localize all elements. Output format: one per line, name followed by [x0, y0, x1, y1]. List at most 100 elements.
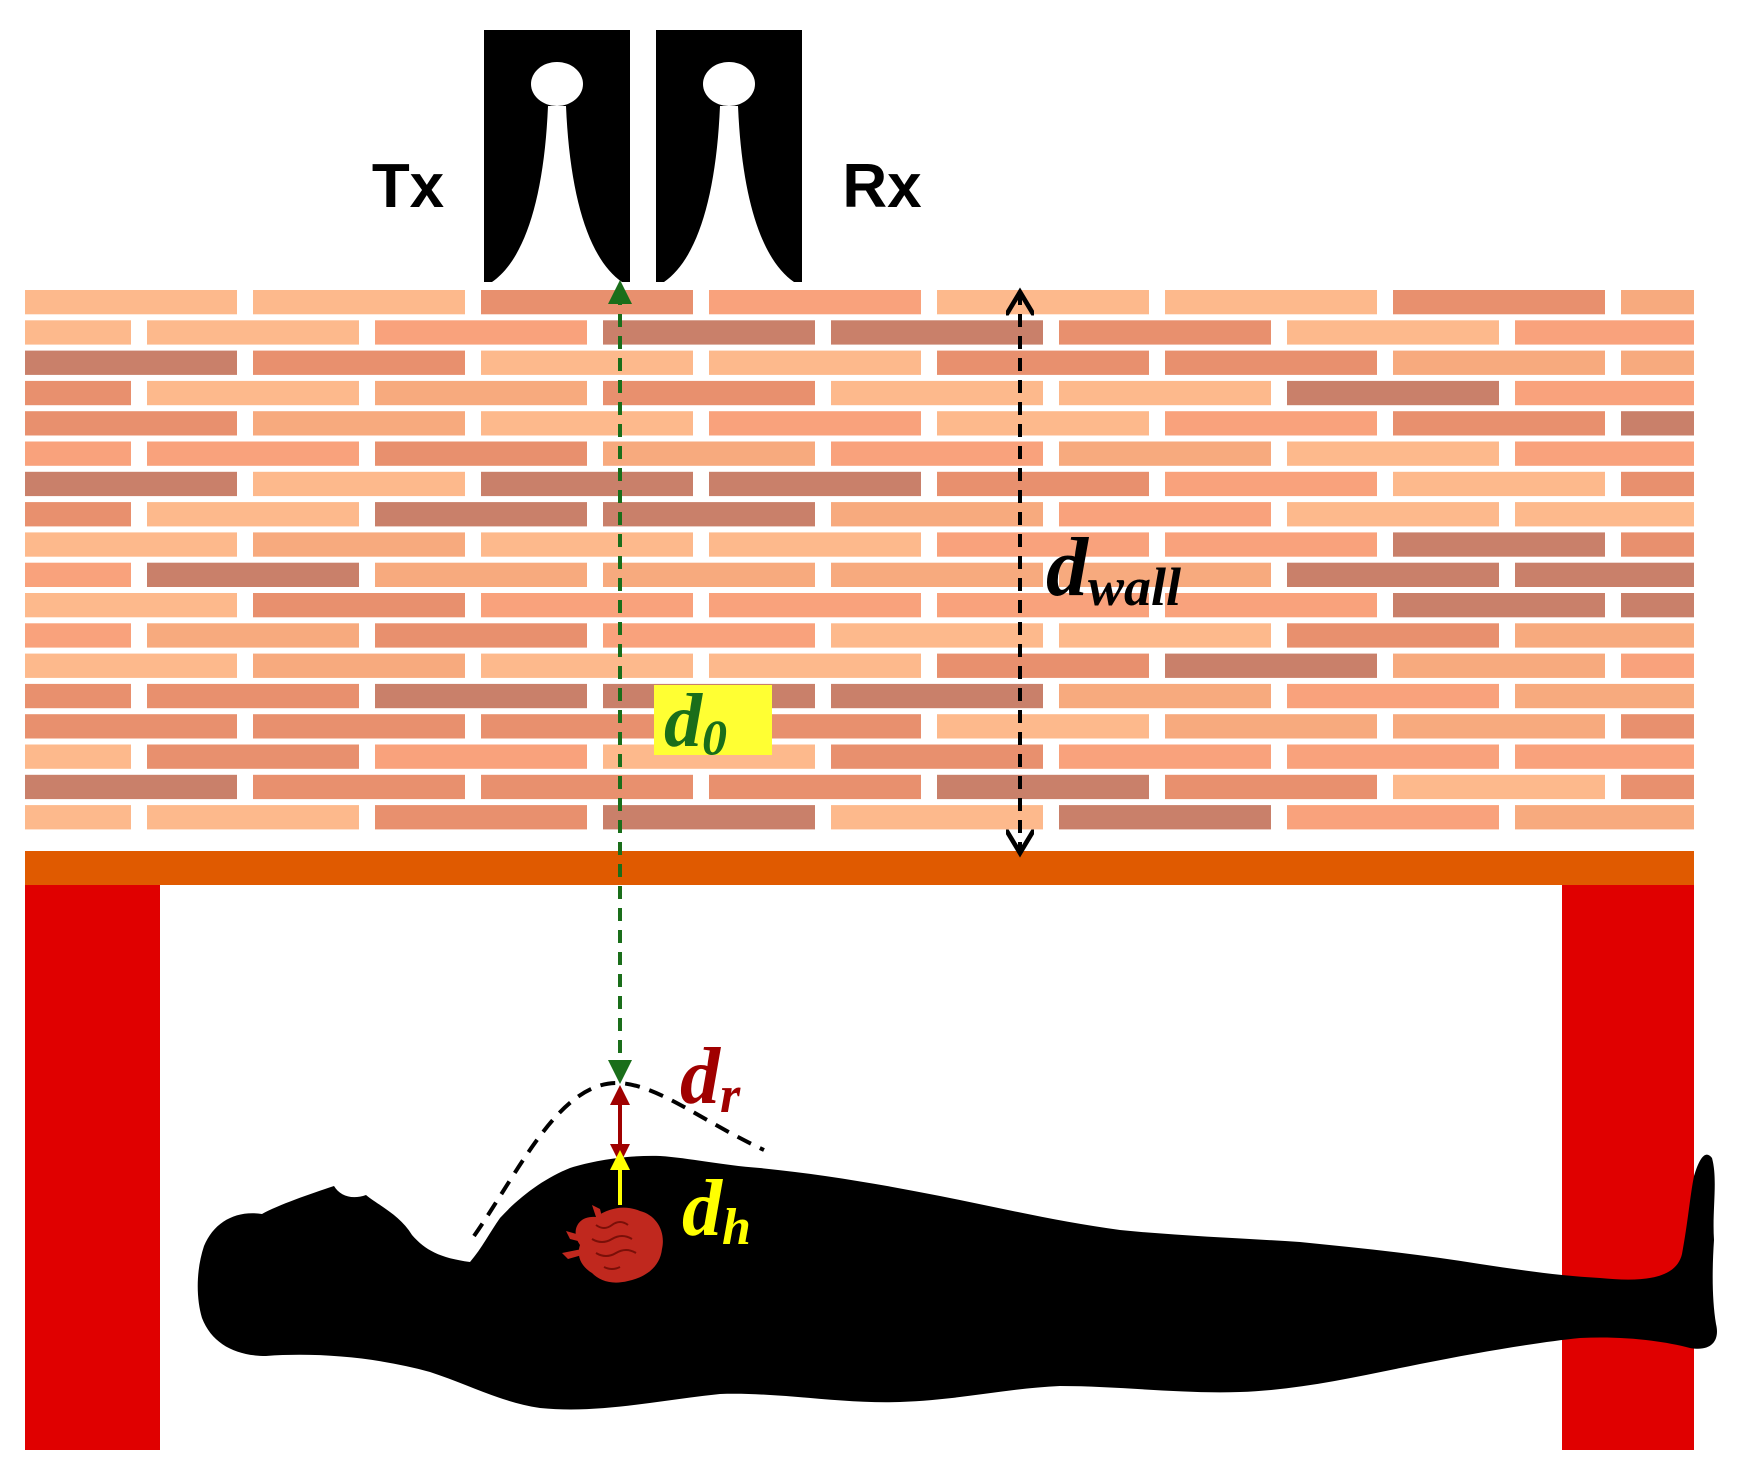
brick — [831, 441, 1043, 466]
brick — [375, 683, 587, 709]
brick — [1165, 593, 1377, 618]
brick — [1165, 350, 1377, 375]
brick — [481, 471, 693, 497]
brick — [481, 290, 693, 315]
brick — [481, 653, 693, 678]
brick — [1393, 350, 1605, 375]
brick — [1059, 744, 1271, 769]
heart-texture — [591, 1221, 637, 1270]
brick — [1165, 290, 1377, 315]
brick — [147, 805, 359, 830]
brick — [253, 714, 465, 739]
brick — [937, 471, 1149, 497]
brick — [1515, 380, 1694, 406]
brick — [375, 320, 587, 345]
brick — [253, 471, 465, 497]
brick — [1515, 623, 1694, 648]
brick — [25, 320, 131, 345]
brick — [25, 290, 237, 315]
brick — [1059, 623, 1271, 648]
heart-vessels — [562, 1205, 602, 1259]
brick — [1393, 471, 1605, 497]
brick — [831, 683, 1043, 709]
brick — [1621, 774, 1694, 800]
brick — [937, 653, 1149, 678]
brick — [1515, 320, 1694, 345]
d0-label-highlight — [654, 685, 772, 755]
brick — [831, 562, 1043, 587]
d0-label: d0 — [664, 679, 727, 765]
brick — [1393, 532, 1605, 557]
brick — [603, 623, 815, 648]
brick — [1287, 441, 1499, 466]
brick — [831, 320, 1043, 345]
vivaldi-antenna-icon — [492, 106, 622, 282]
rx-label: Rx — [842, 152, 922, 221]
brick — [709, 653, 921, 678]
vivaldi-antenna-icon — [664, 106, 794, 282]
brick — [253, 350, 465, 375]
brick — [25, 774, 237, 800]
brick — [1621, 714, 1694, 739]
brick — [1515, 744, 1694, 769]
brick — [603, 502, 815, 527]
dr-label: dr — [680, 1033, 741, 1124]
brick — [481, 411, 693, 436]
brick — [1621, 653, 1694, 678]
brick — [25, 683, 131, 709]
table-leg-right — [1562, 885, 1694, 1450]
brick — [1287, 683, 1499, 709]
antenna-feed-hole — [703, 62, 755, 106]
brick — [147, 502, 359, 527]
brick — [603, 380, 815, 406]
brick — [253, 774, 465, 800]
brick — [1515, 562, 1694, 587]
brick — [937, 774, 1149, 800]
brick — [253, 593, 465, 618]
brick — [375, 805, 587, 830]
brick — [831, 502, 1043, 527]
rx-antenna — [656, 30, 802, 282]
brick — [25, 441, 131, 466]
brick — [1287, 805, 1499, 830]
brick — [1621, 290, 1694, 315]
brick — [1515, 805, 1694, 830]
brick — [375, 441, 587, 466]
brick — [25, 653, 237, 678]
brick — [937, 290, 1149, 315]
brick — [1287, 502, 1499, 527]
brick — [375, 562, 587, 587]
brick — [375, 380, 587, 406]
brick — [1393, 411, 1605, 436]
brick — [1393, 774, 1605, 800]
heart-icon — [562, 1205, 663, 1283]
brick — [937, 593, 1149, 618]
brick — [375, 623, 587, 648]
d-wall-label: dwall — [1046, 521, 1181, 617]
brick — [1621, 471, 1694, 497]
brick — [831, 623, 1043, 648]
brick — [25, 502, 131, 527]
brick — [25, 744, 131, 769]
table-leg-left — [25, 885, 160, 1450]
brick — [1059, 683, 1271, 709]
brick — [375, 502, 587, 527]
brick — [25, 350, 237, 375]
brick — [253, 290, 465, 315]
brick — [25, 714, 237, 739]
brick — [1165, 411, 1377, 436]
brick — [1393, 653, 1605, 678]
brick — [25, 562, 131, 587]
brick — [147, 562, 359, 587]
brick — [709, 774, 921, 800]
human-body — [197, 1154, 1717, 1410]
brick — [25, 593, 237, 618]
brick — [709, 593, 921, 618]
brick — [147, 320, 359, 345]
brick — [1515, 683, 1694, 709]
brick — [1621, 350, 1694, 375]
brick — [603, 441, 815, 466]
brick — [147, 683, 359, 709]
brick — [937, 714, 1149, 739]
brick — [1165, 714, 1377, 739]
